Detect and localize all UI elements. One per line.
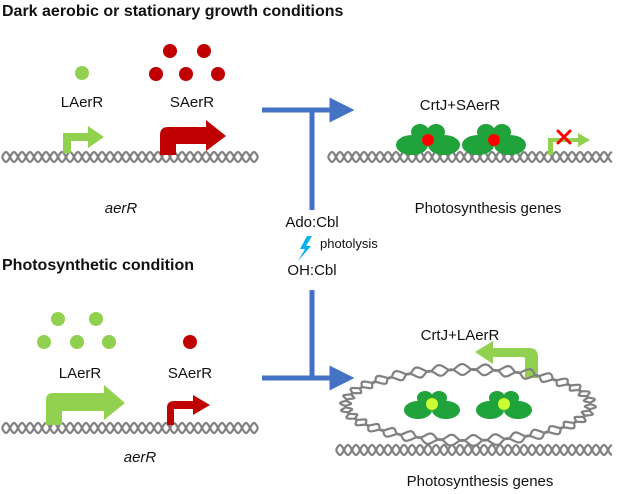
- gene-label-top: aerR: [105, 200, 138, 217]
- photolysis-label: photolysis: [320, 236, 378, 251]
- saerr-promoter-arrow-bottom: [167, 395, 210, 425]
- saerr-dots: [149, 44, 225, 81]
- lightning-bolt-icon: [298, 236, 312, 261]
- saerr-label-top: SAerR: [170, 94, 214, 111]
- title-photosynthetic-condition: Photosynthetic condition: [2, 257, 194, 274]
- laerr-promoter-arrow-bottom: [46, 385, 125, 425]
- dna-strand: [1, 150, 259, 164]
- target-label-top: Photosynthesis genes: [415, 200, 562, 217]
- crtj-laerr-complex-2: [476, 391, 532, 419]
- crtj-saerr-complex-2: [462, 124, 526, 155]
- dna-loop: [339, 362, 597, 448]
- complex-label-top: CrtJ+SAerR: [420, 97, 501, 114]
- laerr-promoter-arrow: [63, 126, 104, 153]
- laerr-label-bottom: LAerR: [59, 365, 102, 382]
- crtj-saerr-complex-1: [396, 124, 460, 155]
- laerr-label-top: LAerR: [61, 94, 104, 111]
- crtj-laerr-promoter-arrow: [475, 341, 538, 378]
- complex-label-bottom: CrtJ+LAerR: [421, 327, 500, 344]
- laerr-dots: [37, 312, 116, 349]
- laerr-dot: [75, 66, 89, 80]
- target-label-bottom: Photosynthesis genes: [407, 473, 554, 490]
- gene-label-bottom: aerR: [124, 449, 157, 466]
- red-x-icon: [556, 129, 572, 145]
- photosynthesis-promoter-arrow: [548, 133, 590, 155]
- dna-strand-bottom-left: [1, 421, 259, 435]
- saerr-label-bottom: SAerR: [168, 365, 212, 382]
- oh-cbl-label: OH:Cbl: [287, 262, 336, 279]
- crtj-laerr-complex-1: [404, 391, 460, 419]
- title-dark-condition: Dark aerobic or stationary growth condit…: [2, 3, 343, 20]
- saerr-promoter-arrow: [160, 120, 226, 155]
- ado-cbl-label: Ado:Cbl: [285, 214, 338, 231]
- dna-strand-bottom-right: [335, 443, 613, 457]
- saerr-dot: [183, 335, 197, 349]
